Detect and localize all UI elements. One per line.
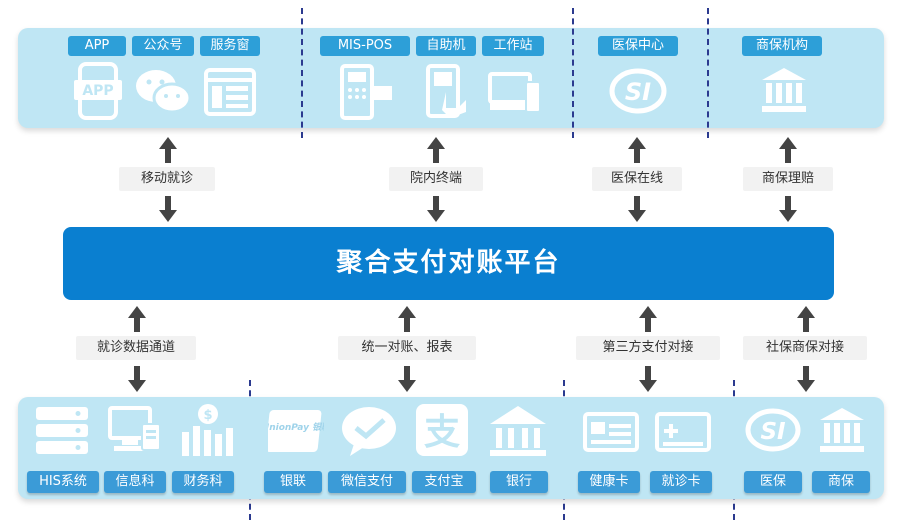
arrow-down-icon bbox=[779, 196, 797, 222]
connector-third-party-payment: 第三方支付对接 bbox=[576, 336, 720, 360]
bank-icon bbox=[490, 406, 546, 456]
tag-medical-insurance-center: 医保中心 bbox=[598, 36, 678, 56]
arrow-down-icon bbox=[398, 366, 416, 392]
svg-text:SI: SI bbox=[760, 419, 786, 445]
arrow-up-icon bbox=[159, 137, 177, 163]
social-insurance-logo-icon: SI bbox=[745, 408, 801, 452]
alipay-icon: 支 bbox=[416, 404, 468, 456]
connector-visit-data-channel: 就诊数据通道 bbox=[76, 336, 196, 360]
tag-health-card: 健康卡 bbox=[578, 471, 640, 493]
health-card-icon bbox=[583, 412, 639, 452]
tag-finance-department: 财务科 bbox=[172, 471, 234, 493]
workstation-icon bbox=[488, 72, 541, 113]
computer-monitor-icon bbox=[108, 406, 161, 451]
divider-line bbox=[301, 8, 303, 138]
connector-in-hospital-terminal: 院内终端 bbox=[389, 167, 483, 191]
tag-unionpay: 银联 bbox=[264, 471, 322, 493]
tag-wechat-official: 公众号 bbox=[132, 36, 194, 56]
wechat-icon bbox=[136, 70, 192, 114]
arrow-down-icon bbox=[639, 366, 657, 392]
arrow-up-icon bbox=[628, 137, 646, 163]
tag-it-department: 信息科 bbox=[104, 471, 166, 493]
server-icon bbox=[36, 407, 88, 454]
tag-alipay: 支付宝 bbox=[412, 471, 476, 493]
tag-workstation: 工作站 bbox=[482, 36, 544, 56]
visit-card-icon bbox=[655, 412, 711, 452]
service-window-icon bbox=[204, 68, 256, 116]
finance-chart-icon: $ bbox=[182, 404, 233, 456]
payment-reconciliation-platform: 聚合支付对账平台 bbox=[63, 227, 834, 300]
arrow-down-icon bbox=[628, 196, 646, 222]
arrow-up-icon bbox=[128, 306, 146, 332]
arrow-down-icon bbox=[159, 196, 177, 222]
arrow-up-icon bbox=[797, 306, 815, 332]
connector-medical-insurance-online: 医保在线 bbox=[592, 167, 682, 191]
tag-visit-card: 就诊卡 bbox=[650, 471, 712, 493]
svg-text:$: $ bbox=[203, 408, 212, 423]
tag-wechat-pay: 微信支付 bbox=[328, 471, 406, 493]
connector-social-commercial-insurance: 社保商保对接 bbox=[743, 336, 867, 360]
svg-text:SI: SI bbox=[625, 78, 651, 106]
arrow-up-icon bbox=[779, 137, 797, 163]
social-insurance-logo-icon: SI bbox=[609, 68, 667, 114]
tag-mis-pos: MIS-POS bbox=[320, 36, 410, 56]
tag-kiosk: 自助机 bbox=[416, 36, 476, 56]
arrow-up-icon bbox=[639, 306, 657, 332]
tag-commercial-insurance: 商保 bbox=[812, 471, 870, 493]
svg-text:支: 支 bbox=[424, 412, 460, 453]
bank-building-icon bbox=[762, 68, 806, 112]
bank-building-icon bbox=[820, 408, 864, 452]
unionpay-logo-text: UnionPay 银联 bbox=[268, 422, 324, 433]
tag-bank: 银行 bbox=[490, 471, 548, 493]
tag-service-window: 服务窗 bbox=[200, 36, 260, 56]
svg-text:APP: APP bbox=[82, 83, 113, 99]
unionpay-card-icon: UnionPay 银联 bbox=[268, 410, 324, 452]
pos-terminal-icon bbox=[340, 64, 392, 120]
arrow-up-icon bbox=[427, 137, 445, 163]
tag-commercial-insurer: 商保机构 bbox=[742, 36, 822, 56]
tag-app: APP bbox=[68, 36, 126, 56]
tag-medical-insurance: 医保 bbox=[744, 471, 802, 493]
kiosk-icon bbox=[426, 64, 466, 118]
arrow-down-icon bbox=[797, 366, 815, 392]
phone-app-icon: APP bbox=[74, 62, 122, 120]
arrow-up-icon bbox=[398, 306, 416, 332]
wechat-pay-icon bbox=[342, 407, 396, 456]
divider-line bbox=[707, 8, 709, 138]
connector-unified-reconciliation: 统一对账、报表 bbox=[338, 336, 476, 360]
arrow-down-icon bbox=[128, 366, 146, 392]
tag-his-system: HIS系统 bbox=[27, 471, 99, 493]
connector-commercial-claims: 商保理赔 bbox=[743, 167, 833, 191]
arrow-down-icon bbox=[427, 196, 445, 222]
connector-mobile-visit: 移动就诊 bbox=[119, 167, 215, 191]
divider-line bbox=[572, 8, 574, 138]
